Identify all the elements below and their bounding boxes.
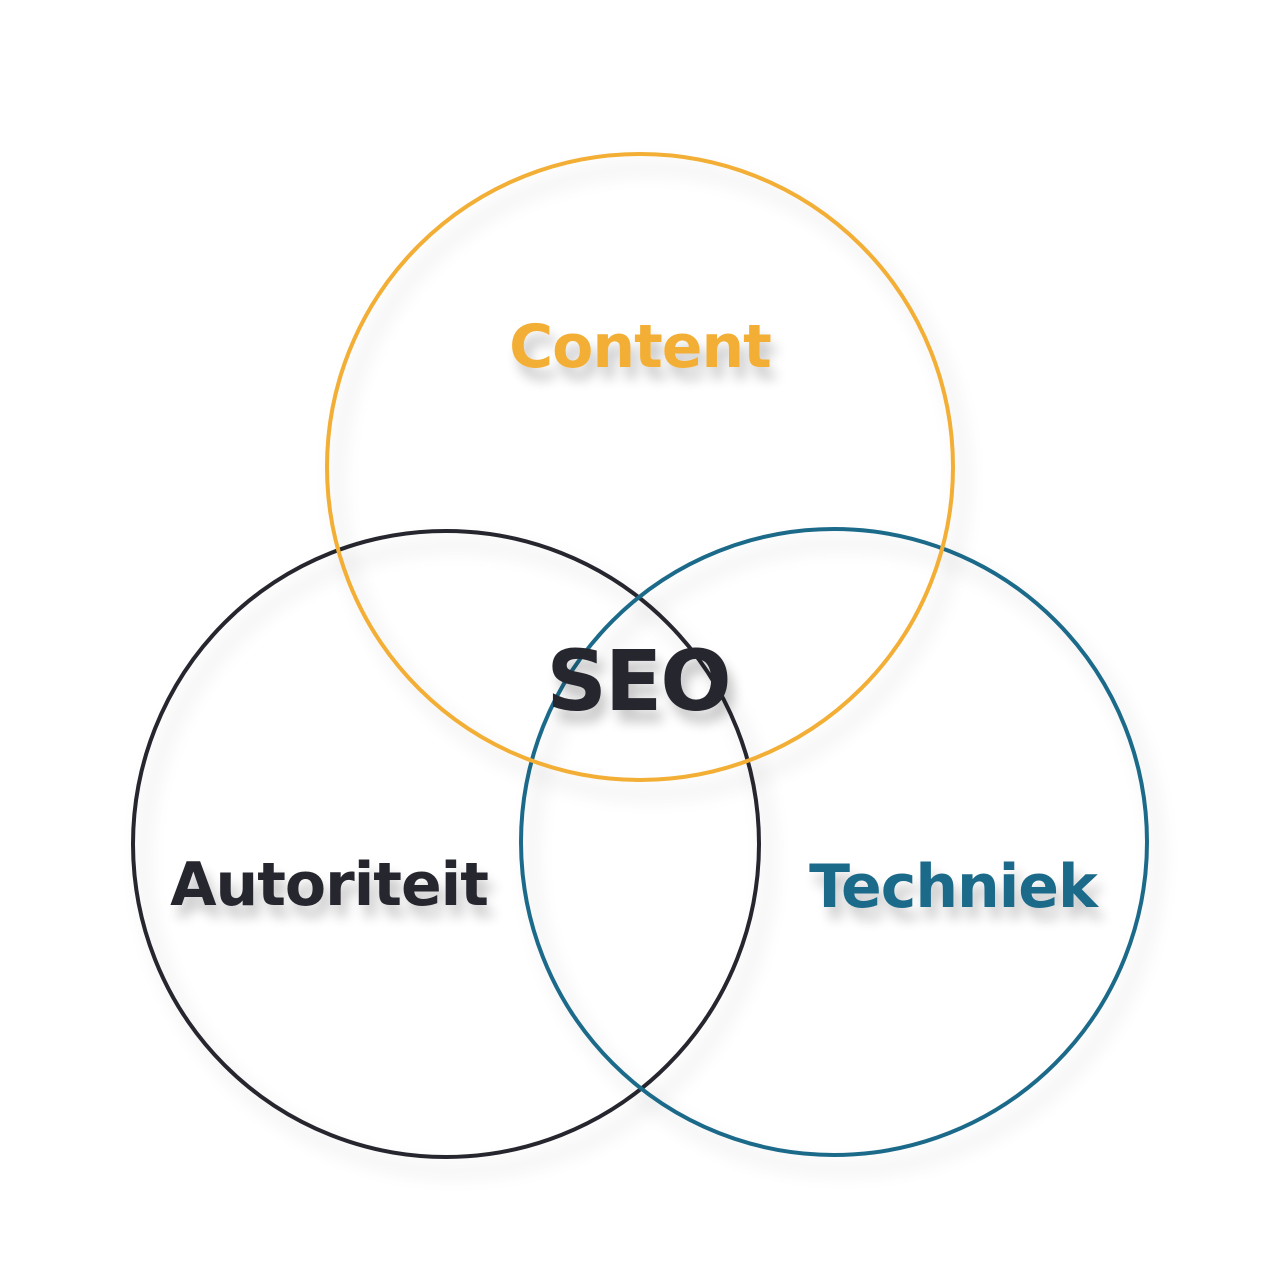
autoriteit-circle: [131, 529, 761, 1159]
techniek-label: Techniek: [809, 852, 1100, 922]
techniek-circle: [519, 527, 1149, 1157]
autoriteit-label: Autoriteit: [170, 850, 488, 920]
content-circle: [325, 152, 955, 782]
content-label: Content: [509, 312, 771, 382]
seo-center-label: SEO: [546, 632, 729, 730]
